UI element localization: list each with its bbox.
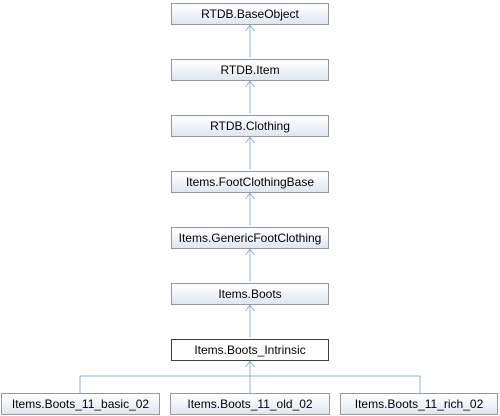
node-items-boots-intrinsic: Items.Boots_Intrinsic — [171, 339, 329, 361]
node-items-generic-foot-clothing[interactable]: Items.GenericFootClothing — [171, 227, 329, 249]
node-items-boots-11-rich-02[interactable]: Items.Boots_11_rich_02 — [340, 393, 498, 415]
node-items-boots-11-basic-02[interactable]: Items.Boots_11_basic_02 — [1, 393, 160, 415]
node-rtdb-item[interactable]: RTDB.Item — [171, 59, 329, 81]
node-items-boots[interactable]: Items.Boots — [171, 283, 329, 305]
node-rtdb-clothing[interactable]: RTDB.Clothing — [171, 115, 329, 137]
node-items-foot-clothing-base[interactable]: Items.FootClothingBase — [171, 171, 329, 193]
node-rtdb-base-object[interactable]: RTDB.BaseObject — [171, 3, 329, 25]
node-items-boots-11-old-02[interactable]: Items.Boots_11_old_02 — [170, 393, 330, 415]
